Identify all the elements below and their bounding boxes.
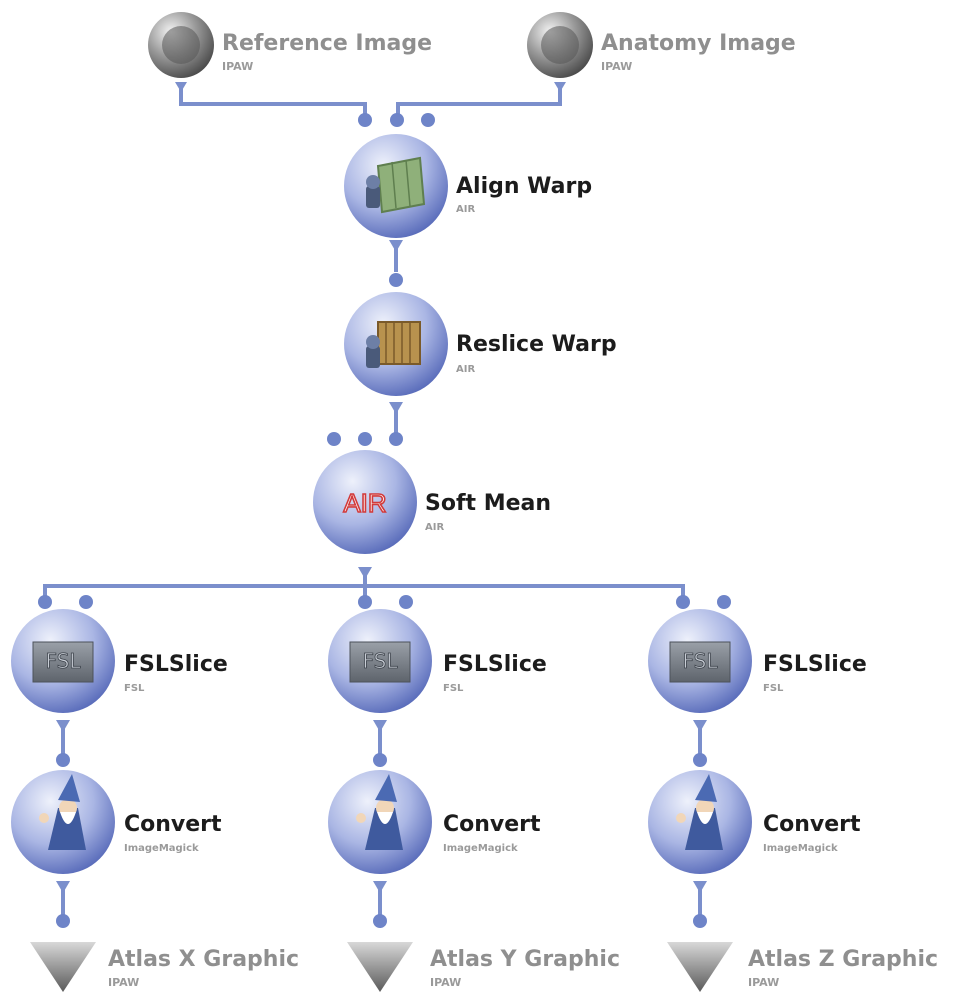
- convert-title: Convert: [443, 812, 541, 837]
- input-dot: [327, 432, 341, 446]
- align-warp-title: Align Warp: [456, 174, 592, 199]
- input-dot: [389, 432, 403, 446]
- port-marker: [373, 720, 387, 732]
- port-marker: [373, 881, 387, 893]
- air-logo-icon: AIR: [343, 488, 386, 518]
- port-marker: [358, 567, 372, 579]
- convert-title: Convert: [763, 812, 861, 837]
- input-dot: [676, 595, 690, 609]
- fsl-logo-icon: [349, 641, 411, 683]
- fsl-slice-tool: FSL: [763, 683, 784, 694]
- soft-mean-title: Soft Mean: [425, 491, 551, 516]
- convert-tool: ImageMagick: [124, 843, 199, 854]
- fsl-logo-text: FSL: [46, 649, 82, 673]
- ports: [56, 82, 707, 893]
- atlas-x-output-node[interactable]: Atlas X Graphic IPAW: [30, 942, 299, 992]
- port-marker: [554, 82, 566, 92]
- anatomy-image-tool: IPAW: [601, 60, 632, 73]
- input-dot: [358, 113, 372, 127]
- input-dot: [56, 753, 70, 767]
- reference-image-node[interactable]: Reference Image IPAW: [148, 12, 432, 78]
- port-marker: [175, 82, 187, 92]
- input-dot: [373, 753, 387, 767]
- input-dot: [390, 113, 404, 127]
- input-dot: [373, 914, 387, 928]
- atlas-y-output-node[interactable]: Atlas Y Graphic IPAW: [347, 942, 620, 992]
- input-dot: [421, 113, 435, 127]
- atlas-x-title: Atlas X Graphic: [108, 947, 299, 972]
- input-dots: [38, 113, 731, 928]
- sphere-core: [162, 26, 200, 64]
- fsl-logo-icon: [669, 641, 731, 683]
- input-dot: [38, 595, 52, 609]
- atlas-z-title: Atlas Z Graphic: [748, 947, 938, 972]
- port-marker: [56, 720, 70, 732]
- fsl-slice-tool: FSL: [124, 683, 145, 694]
- reslice-warp-node[interactable]: Reslice Warp AIR: [344, 292, 617, 396]
- reslice-warp-title: Reslice Warp: [456, 332, 617, 357]
- gray-triangle-icon: [347, 942, 413, 992]
- port-marker: [389, 240, 403, 252]
- input-dot: [693, 914, 707, 928]
- atlas-z-output-node[interactable]: Atlas Z Graphic IPAW: [667, 942, 938, 992]
- connector-anatomy-to-align: [396, 88, 562, 118]
- atlas-y-tool: IPAW: [430, 976, 461, 989]
- connector-reference-to-align: [179, 88, 367, 118]
- fsl-slice-tool: FSL: [443, 683, 464, 694]
- input-dot: [56, 914, 70, 928]
- fsl-slice-title: FSLSlice: [124, 652, 228, 677]
- align-warp-tool: AIR: [456, 204, 475, 215]
- input-dot: [693, 753, 707, 767]
- input-dot: [399, 595, 413, 609]
- wizard-icon: [39, 774, 86, 850]
- sphere-core: [541, 26, 579, 64]
- reslice-warp-tool: AIR: [456, 364, 475, 375]
- fsl-logo-text: FSL: [363, 649, 399, 673]
- warp-map-icon: [366, 156, 426, 214]
- fsl-slice-node-1[interactable]: FSL FSLSlice FSL: [11, 609, 228, 713]
- node-circle: [313, 450, 417, 554]
- convert-node-2[interactable]: Convert ImageMagick: [328, 770, 541, 874]
- input-dot: [79, 595, 93, 609]
- atlas-y-title: Atlas Y Graphic: [430, 947, 620, 972]
- align-warp-node[interactable]: Align Warp AIR: [344, 134, 592, 238]
- port-marker: [693, 881, 707, 893]
- fsl-slice-title: FSLSlice: [763, 652, 867, 677]
- fsl-logo-text: FSL: [683, 649, 719, 673]
- convert-tool: ImageMagick: [763, 843, 838, 854]
- reference-image-tool: IPAW: [222, 60, 253, 73]
- convert-node-1[interactable]: Convert ImageMagick: [11, 770, 222, 874]
- anatomy-image-title: Anatomy Image: [601, 31, 796, 56]
- fsl-logo-icon: [32, 641, 94, 683]
- atlas-x-tool: IPAW: [108, 976, 139, 989]
- atlas-z-tool: IPAW: [748, 976, 779, 989]
- port-marker: [693, 720, 707, 732]
- gray-triangle-icon: [667, 942, 733, 992]
- gray-triangle-icon: [30, 942, 96, 992]
- fsl-slice-node-2[interactable]: FSL FSLSlice FSL: [328, 609, 547, 713]
- input-dot: [717, 595, 731, 609]
- fsl-slice-title: FSLSlice: [443, 652, 547, 677]
- fsl-slice-node-3[interactable]: FSL FSLSlice FSL: [648, 609, 867, 713]
- convert-tool: ImageMagick: [443, 843, 518, 854]
- reslice-stack-icon: [366, 321, 421, 368]
- convert-title: Convert: [124, 812, 222, 837]
- anatomy-image-node[interactable]: Anatomy Image IPAW: [527, 12, 796, 78]
- input-dot: [358, 595, 372, 609]
- wizard-icon: [356, 774, 403, 850]
- port-marker: [56, 881, 70, 893]
- reference-image-title: Reference Image: [222, 31, 432, 56]
- input-dot: [358, 432, 372, 446]
- wizard-icon: [676, 774, 723, 850]
- convert-node-3[interactable]: Convert ImageMagick: [648, 770, 861, 874]
- soft-mean-node[interactable]: AIR Soft Mean AIR: [313, 450, 551, 554]
- port-marker: [389, 402, 403, 414]
- soft-mean-tool: AIR: [425, 522, 444, 533]
- input-dot: [389, 273, 403, 287]
